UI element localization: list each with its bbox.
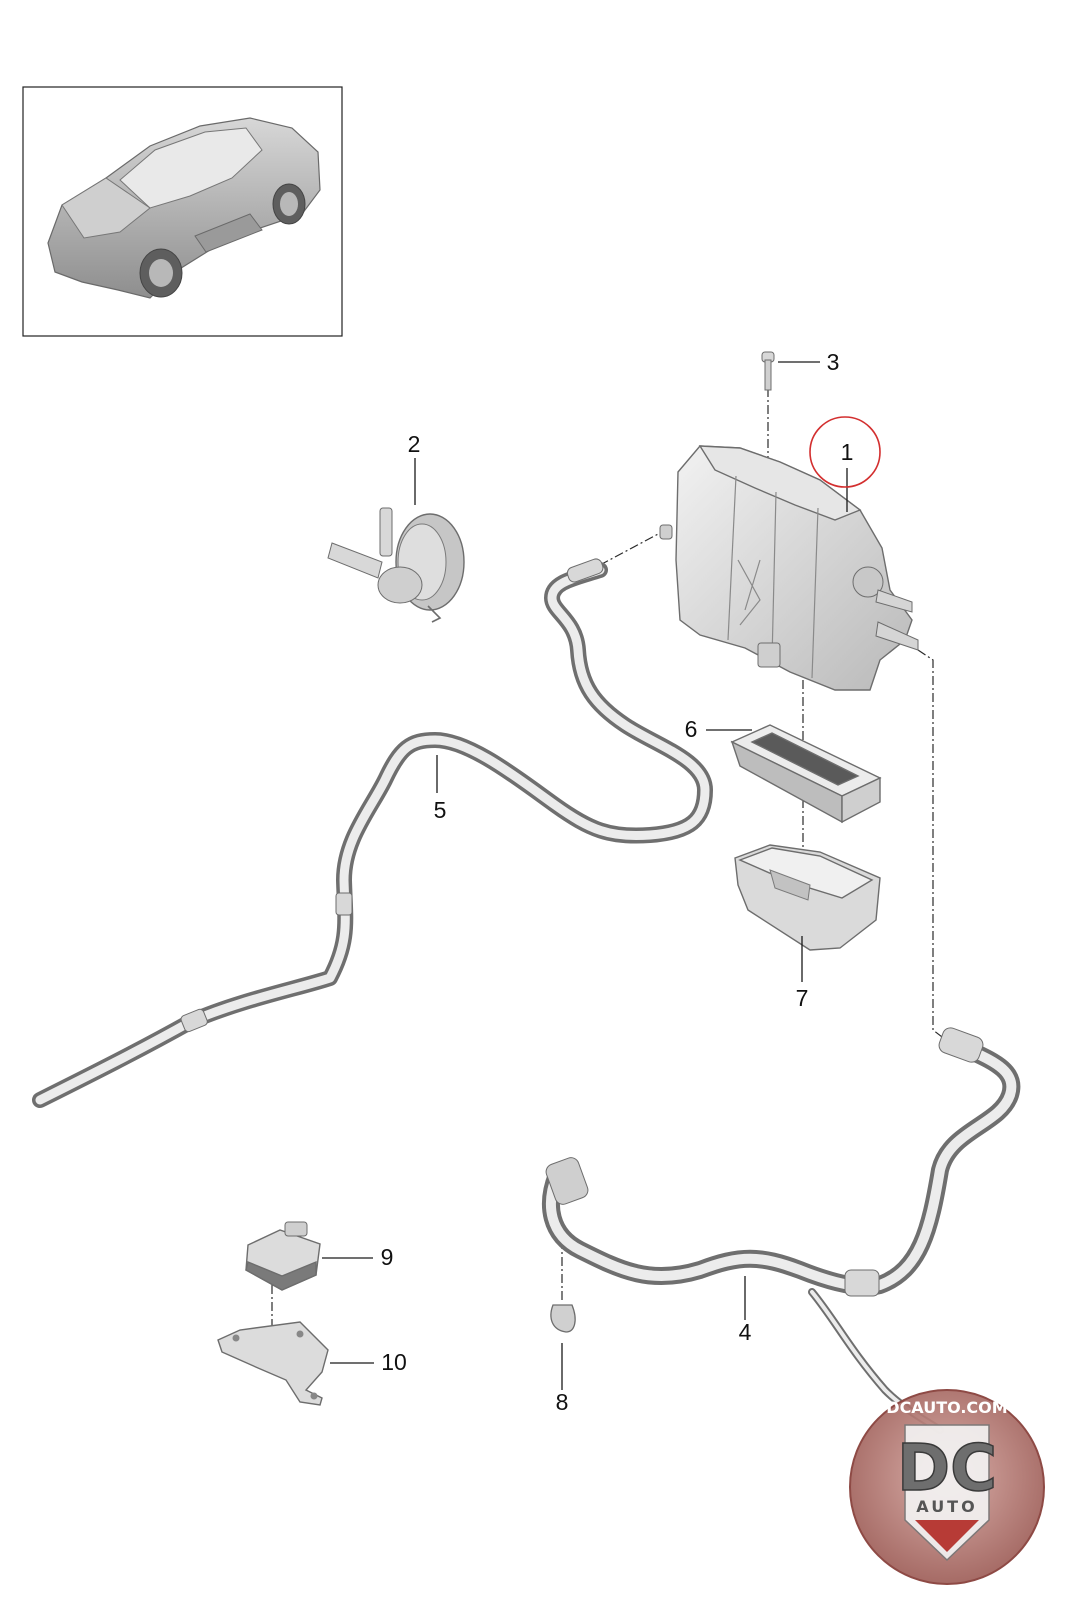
callout-5: 5: [434, 797, 447, 823]
part-5-hose: [32, 558, 713, 1108]
callout-labels: 1 2 3 4 5 6 7 8 9 10: [381, 349, 854, 1415]
callout-8: 8: [556, 1389, 569, 1415]
callout-1: 1: [841, 439, 854, 465]
callout-6: 6: [685, 716, 698, 742]
part-6-filter: [730, 724, 882, 824]
callout-9: 9: [381, 1244, 394, 1270]
part-3-bolt: [761, 351, 775, 391]
watermark-sub: AUTO: [916, 1497, 977, 1516]
vehicle-thumbnail: [22, 86, 343, 337]
callout-7: 7: [796, 985, 809, 1011]
part-10-bracket: [217, 1321, 329, 1406]
part-7-housing: [734, 844, 881, 951]
callout-2: 2: [408, 431, 421, 457]
part-4-hose: [542, 1027, 1021, 1434]
watermark-logo: DC: [897, 1432, 997, 1506]
callout-4: 4: [739, 1319, 752, 1345]
part-8-clip: [550, 1304, 576, 1333]
callout-3: 3: [827, 349, 840, 375]
part-2-valve: [327, 507, 465, 623]
car-illustration: [47, 117, 321, 299]
dcauto-watermark: DCAUTO.COM DC AUTO: [849, 1389, 1045, 1585]
highlight-circle: [809, 416, 881, 488]
part-9-sensor: [245, 1221, 321, 1291]
callout-10: 10: [381, 1349, 407, 1375]
callout-leaders: [322, 361, 848, 1390]
watermark-url: DCAUTO.COM: [886, 1398, 1007, 1417]
part-1-canister: [659, 445, 919, 691]
